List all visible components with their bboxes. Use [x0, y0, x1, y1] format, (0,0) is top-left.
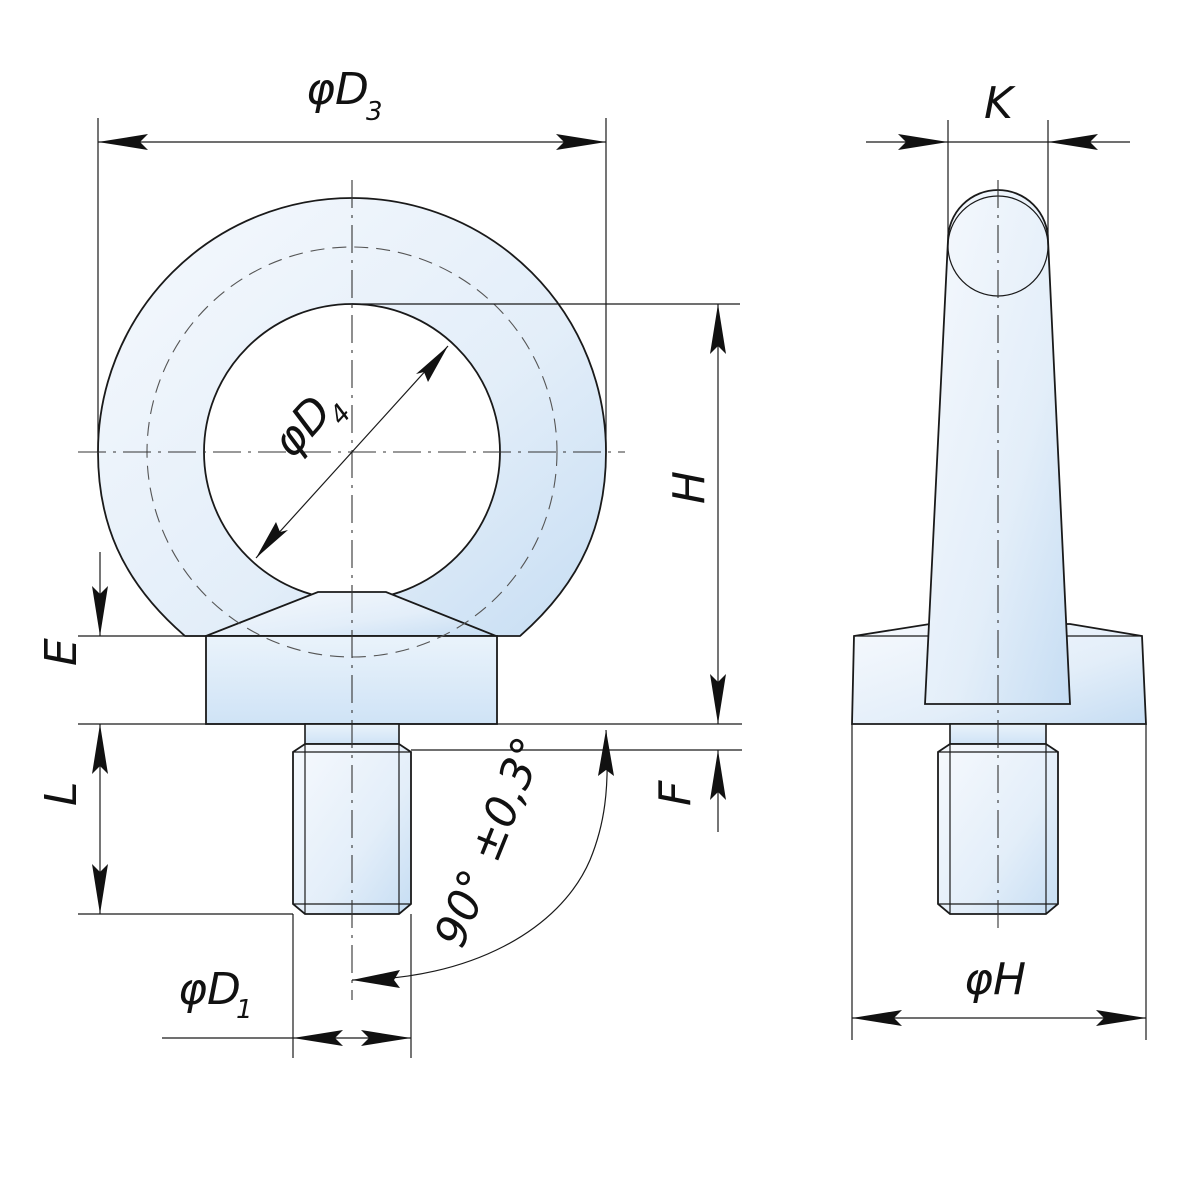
side-eye-body: [924, 189, 1071, 705]
dimension-d1: φD 1: [162, 914, 412, 1058]
e-label: E: [36, 638, 87, 666]
dimension-h: H: [78, 303, 742, 725]
k-label: K: [984, 78, 1016, 129]
dimension-l: L: [36, 724, 293, 915]
angle-label: 90° ±0,3°: [425, 730, 555, 954]
h-label: H: [664, 471, 715, 504]
dimension-e: E: [36, 552, 206, 666]
dimension-f: F: [411, 749, 742, 832]
d3-label: φD: [306, 64, 369, 115]
phi-h-label: φH: [964, 954, 1026, 1005]
dimension-d3: φD 3: [97, 64, 607, 452]
d1-subscript: 1: [236, 995, 253, 1025]
f-label: F: [650, 780, 701, 806]
side-view: [851, 180, 1147, 930]
dimension-k: K: [866, 78, 1130, 240]
dimension-phi-h: φH: [851, 724, 1147, 1040]
l-label: L: [36, 781, 87, 806]
d1-label: φD: [178, 964, 241, 1015]
d4-label: φD: [262, 386, 342, 467]
d3-subscript: 3: [366, 97, 383, 127]
front-view: [78, 180, 625, 1000]
